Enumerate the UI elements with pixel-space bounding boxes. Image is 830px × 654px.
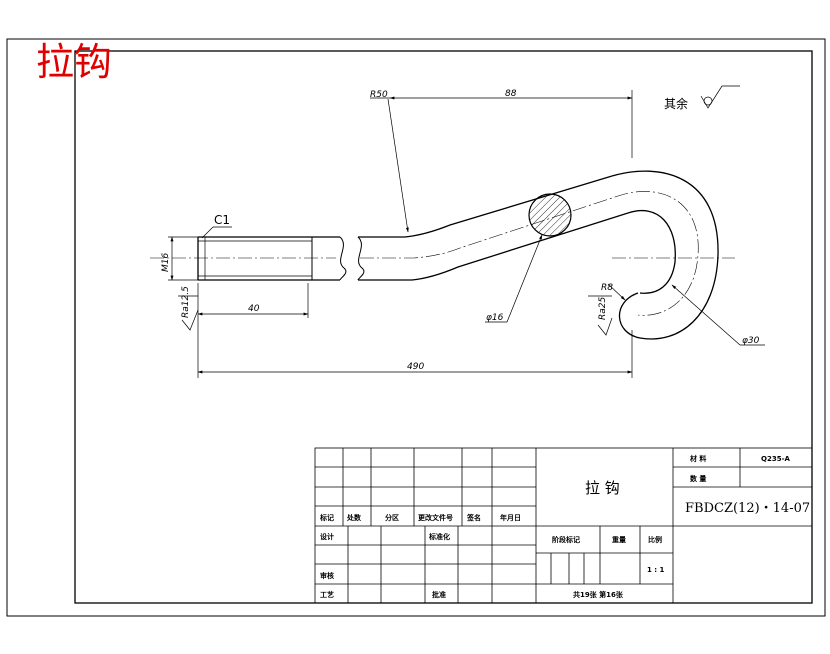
svg-text:φ16: φ16 — [486, 313, 504, 323]
svg-text:Ra25: Ra25 — [598, 297, 608, 320]
svg-text:R8: R8 — [601, 283, 613, 293]
svg-text:Q235-A: Q235-A — [761, 455, 790, 463]
svg-text:C1: C1 — [214, 213, 230, 227]
svg-text:其余: 其余 — [664, 96, 688, 111]
svg-text:标记: 标记 — [319, 513, 334, 522]
svg-text:批准: 批准 — [432, 590, 446, 599]
hook-part — [150, 170, 735, 340]
svg-text:阶段标记: 阶段标记 — [552, 535, 580, 544]
svg-text:年月日: 年月日 — [500, 513, 521, 522]
svg-text:工艺: 工艺 — [320, 590, 334, 599]
svg-text:88: 88 — [505, 89, 517, 99]
svg-text:更改文件号: 更改文件号 — [418, 513, 453, 522]
svg-text:设计: 设计 — [320, 532, 334, 541]
svg-text:分区: 分区 — [385, 513, 399, 522]
svg-text:重量: 重量 — [612, 535, 626, 544]
svg-text:拉 钩: 拉 钩 — [585, 479, 620, 497]
svg-text:M16: M16 — [161, 253, 171, 272]
svg-text:审核: 审核 — [320, 571, 334, 580]
title-block: 标记 处数 分区 更改文件号 签名 年月日 设计 标准化 审核 工艺 批准 拉 … — [314, 447, 813, 604]
svg-text:处数: 处数 — [346, 513, 362, 522]
svg-text:40: 40 — [248, 304, 260, 314]
outer-border — [6, 38, 826, 617]
svg-text:签名: 签名 — [466, 513, 481, 522]
svg-text:1 : 1: 1 : 1 — [647, 566, 665, 574]
dimensions: 88 R50 M16 C1 Ra12.5 40 490 φ16 φ30 — [161, 85, 765, 378]
svg-text:490: 490 — [407, 362, 424, 372]
svg-text:φ30: φ30 — [742, 336, 760, 346]
svg-text:标准化: 标准化 — [428, 532, 450, 541]
svg-text:FBDCZ(12)・14-07: FBDCZ(12)・14-07 — [685, 501, 810, 516]
svg-text:R50: R50 — [370, 90, 388, 100]
red-title: 拉钩 — [36, 40, 112, 84]
svg-text:材 料: 材 料 — [689, 454, 706, 463]
svg-text:数 量: 数 量 — [690, 474, 706, 483]
svg-text:Ra12.5: Ra12.5 — [181, 286, 191, 318]
svg-text:共19张 第16张: 共19张 第16张 — [573, 590, 624, 599]
svg-text:比例: 比例 — [648, 535, 662, 544]
